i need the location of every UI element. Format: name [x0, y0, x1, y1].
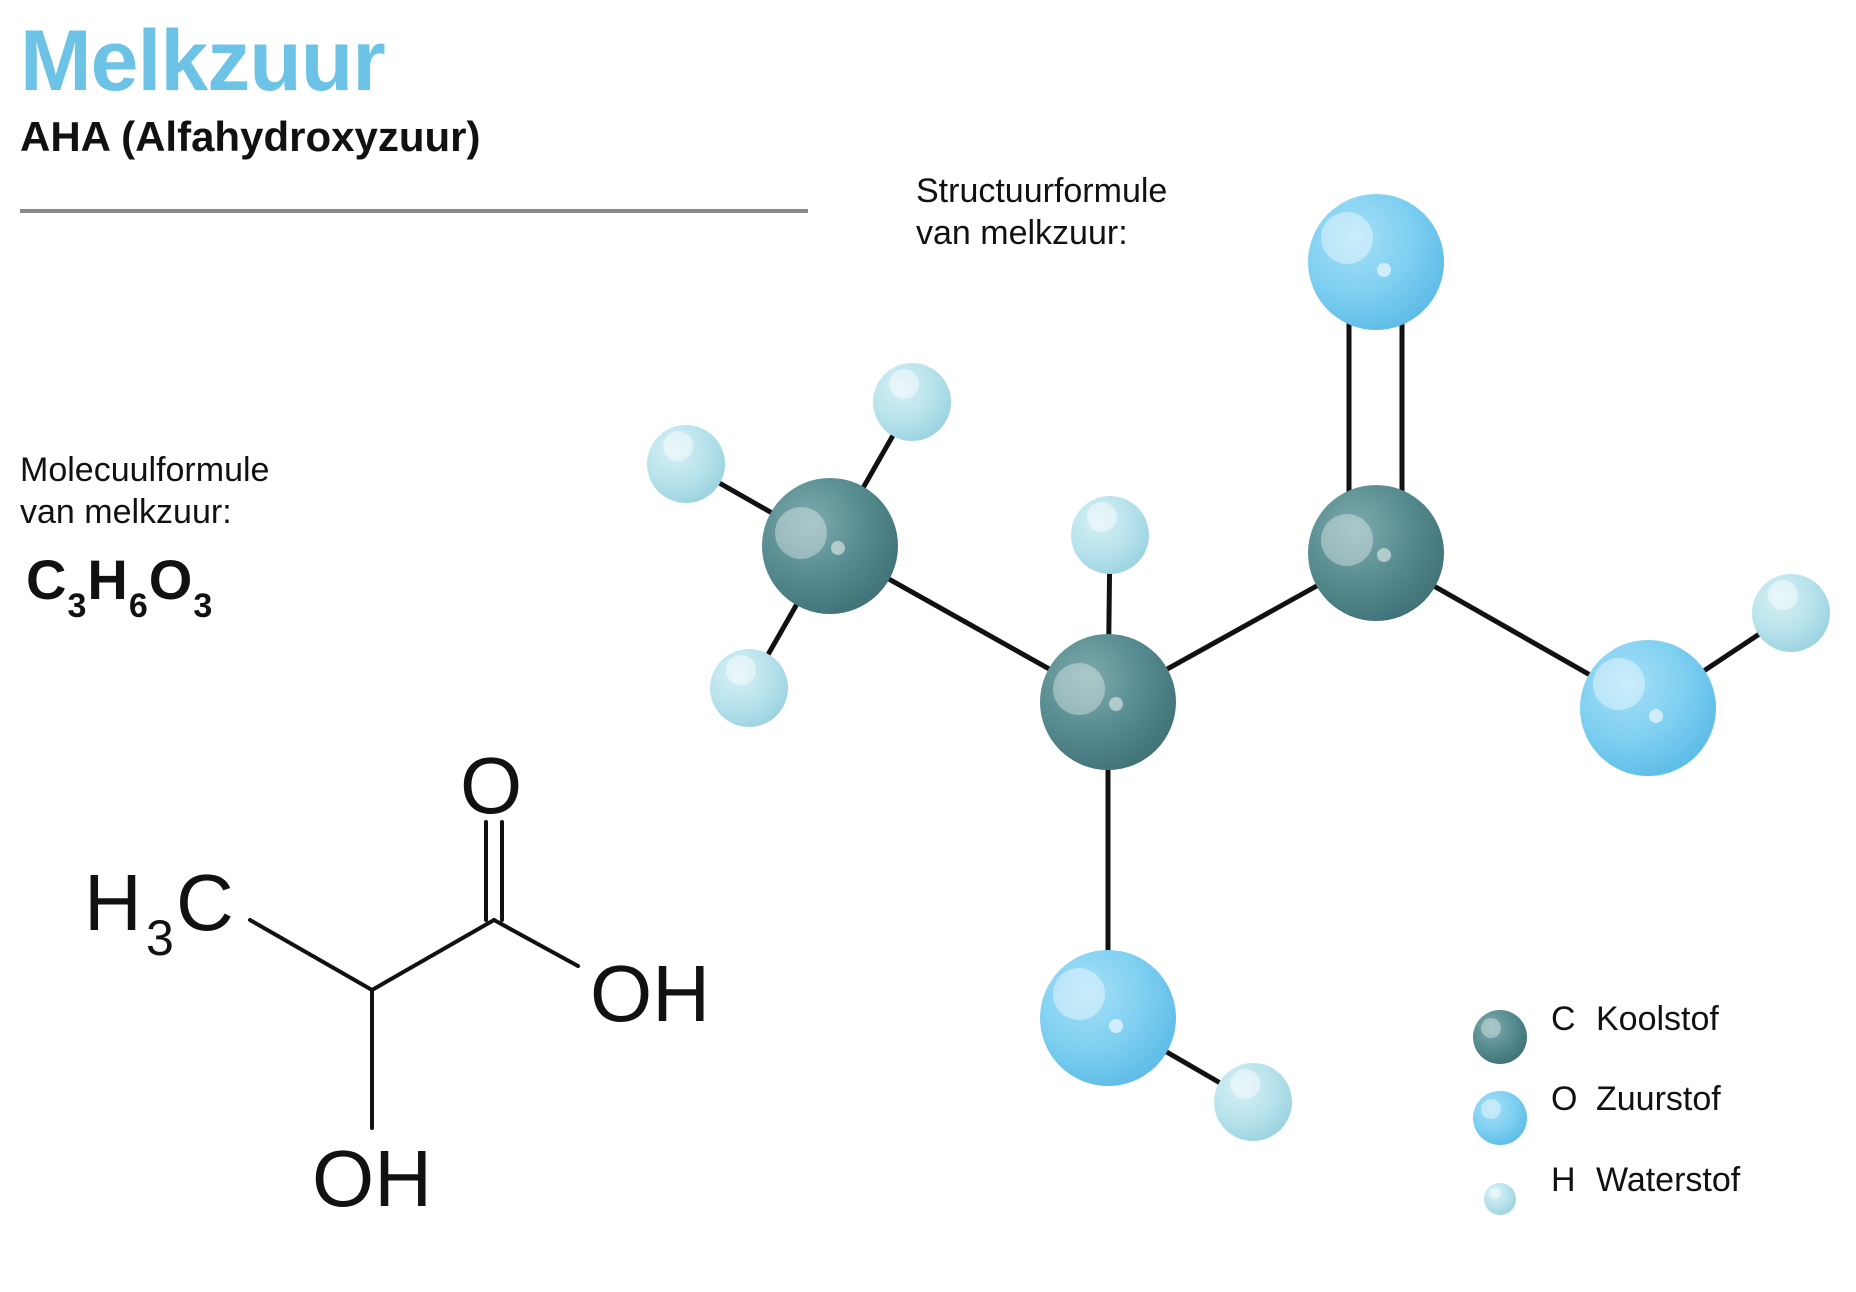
- skeletal-methyl-C: C: [176, 858, 234, 947]
- page-title: Melkzuur: [20, 13, 386, 109]
- oxygen-atom: [1308, 194, 1444, 330]
- page-subtitle: AHA (Alfahydroxyzuur): [20, 113, 481, 160]
- legend: C Koolstof O Zuurstof H Waterstof: [1473, 1000, 1741, 1215]
- molecular-formula-label: Molecuulformule van melkzuur:: [20, 449, 380, 533]
- carbon-atom: [762, 478, 898, 614]
- molecular-formula-label-line1: Molecuulformule: [20, 451, 270, 489]
- formula-count: 3: [193, 587, 213, 625]
- skeletal-methyl-subscript: 3: [146, 910, 174, 966]
- skeletal-bond: [492, 918, 580, 968]
- legend-symbol: C: [1551, 1000, 1576, 1038]
- skeletal-carbonyl-O: O: [460, 741, 522, 830]
- hydrogen-atom: [647, 425, 725, 503]
- model-atoms: [647, 194, 1830, 1141]
- hydrogen-atom: [1214, 1063, 1292, 1141]
- legend-symbol: H: [1551, 1161, 1576, 1199]
- formula-element: H: [87, 548, 128, 611]
- skeletal-acid-OH: OH: [590, 949, 710, 1038]
- hydrogen-atom: [1071, 496, 1149, 574]
- legend-item-oxygen: O Zuurstof: [1473, 1080, 1721, 1145]
- carbon-atom: [1040, 634, 1176, 770]
- oxygen-atom: [1040, 950, 1176, 1086]
- hydrogen-atom: [873, 363, 951, 441]
- legend-oxygen-swatch: [1473, 1091, 1527, 1145]
- hydrogen-atom: [1752, 574, 1830, 652]
- structural-formula-label-line2: van melkzuur:: [916, 214, 1128, 252]
- legend-name: Waterstof: [1596, 1161, 1741, 1199]
- header-divider: [20, 209, 808, 213]
- skeletal-hydroxyl-OH: OH: [312, 1134, 432, 1223]
- skeletal-formula: [248, 820, 580, 1130]
- formula-count: 6: [128, 587, 148, 625]
- skeletal-bond: [248, 918, 374, 992]
- legend-item-hydrogen: H Waterstof: [1484, 1161, 1741, 1215]
- skeletal-bond: [370, 918, 496, 992]
- formula-element: O: [148, 548, 193, 611]
- structural-formula-label: Structuurformule van melkzuur:: [916, 170, 1276, 254]
- hydrogen-atom: [710, 649, 788, 727]
- formula-count: 3: [67, 587, 87, 625]
- legend-carbon-swatch: [1473, 1010, 1527, 1064]
- legend-item-carbon: C Koolstof: [1473, 1000, 1719, 1064]
- formula-element: C: [26, 548, 67, 611]
- legend-hydrogen-swatch: [1484, 1183, 1516, 1215]
- molecular-formula: C3H6O3: [26, 552, 213, 624]
- oxygen-atom: [1580, 640, 1716, 776]
- skeletal-methyl-H: H: [84, 858, 142, 947]
- molecular-formula-label-line2: van melkzuur:: [20, 493, 232, 531]
- legend-symbol: O: [1551, 1080, 1577, 1118]
- structural-formula-label-line1: Structuurformule: [916, 172, 1168, 210]
- legend-name: Zuurstof: [1596, 1080, 1721, 1118]
- carbon-atom: [1308, 485, 1444, 621]
- legend-name: Koolstof: [1596, 1000, 1719, 1038]
- skeletal-labels: H 3 C O OH OH: [84, 741, 710, 1223]
